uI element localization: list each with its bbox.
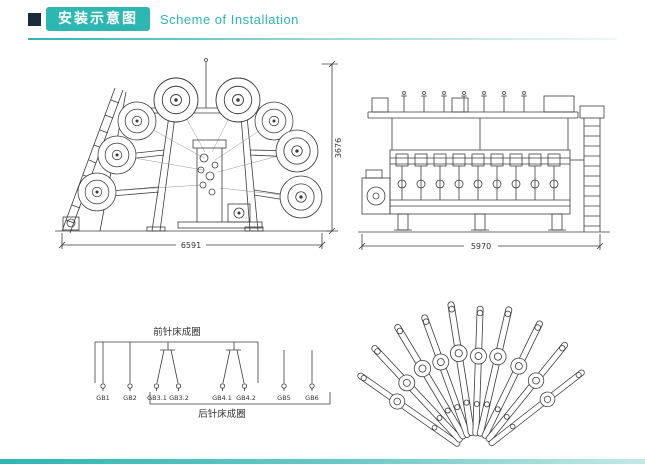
guide-bar-label-gb1: GB1 (96, 394, 110, 402)
page-header: 安装示意图 Scheme of Installation (28, 7, 588, 33)
guide-bar-label-gb5: GB5 (277, 394, 291, 402)
front-drive-unit (361, 169, 391, 215)
guide-bar-label-gb4-2: GB4.2 (236, 394, 256, 402)
front-needle-bed-label: 前针床成圈 (153, 326, 201, 338)
front-width-dimension-group: 5970 (358, 234, 604, 251)
back-needle-bed-bracket (149, 392, 331, 405)
page-title-en: Scheme of Installation (160, 12, 299, 27)
lever-fan-diagram (353, 300, 589, 452)
side-height-dimension-group: 3676 (322, 60, 343, 235)
back-needle-bed-label: 后针床成圈 (198, 408, 246, 420)
guide-bar-label-gb3-1: GB3.1 (147, 394, 167, 402)
front-ladder (570, 105, 605, 232)
guide-bar-label-gb6: GB6 (305, 394, 319, 402)
front-elevation-drawing: 5970 (358, 91, 610, 251)
guide-bar-label-gb4-1: GB4.1 (212, 394, 232, 402)
front-machine-body (389, 149, 571, 215)
side-width-dimension: 6591 (181, 241, 201, 250)
front-repeated-modules (395, 153, 561, 200)
side-width-dimension-group: 6591 (58, 233, 326, 250)
guide-bar-labels: GB1 GB2 GB3.1 GB3.2 GB4.1 GB4.2 GB5 GB6 (96, 394, 319, 402)
guide-bar-label-gb3-2: GB3.2 (169, 394, 189, 402)
page-title-cn: 安装示意图 (46, 7, 150, 31)
front-legs (394, 213, 566, 231)
front-needle-bed-bracket (94, 341, 259, 383)
header-divider (28, 38, 617, 40)
guide-bar-label-gb2: GB2 (123, 394, 137, 402)
guide-bar-symbols (100, 349, 315, 391)
side-height-dimension: 3676 (334, 138, 343, 158)
footer-accent-bar (0, 459, 645, 464)
side-knitting-elements (177, 139, 263, 229)
guide-bar-diagram: 前针床成圈 GB1 GB2 GB3.1 GB3.2 GB4.1 GB4.2 GB… (94, 326, 331, 420)
front-width-dimension: 5970 (471, 242, 491, 251)
side-yarn-lines (96, 99, 302, 198)
side-elevation-drawing: 6591 3676 (55, 58, 343, 250)
front-top-beam (367, 91, 579, 150)
header-marker-square (28, 13, 41, 26)
